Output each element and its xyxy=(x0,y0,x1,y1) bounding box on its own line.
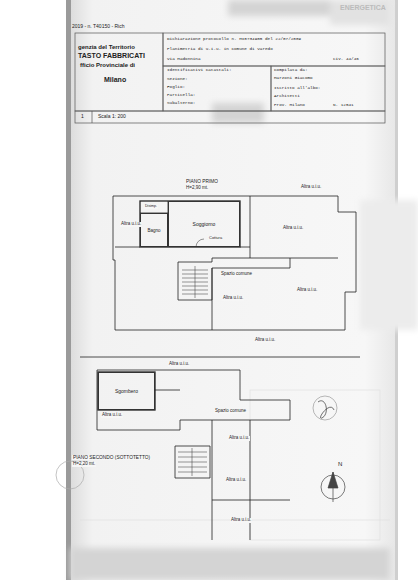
plan-label: Altra u.i.u. xyxy=(300,185,322,190)
room-name: Sgombero xyxy=(115,388,138,394)
plan-label: Altra u.i.u. xyxy=(225,478,247,483)
header-text: Marzoni Giacomo xyxy=(274,76,313,81)
header-text: Scala 1: 200 xyxy=(98,114,126,119)
plan-label: Spazio comune xyxy=(214,409,247,414)
plan-label: PIANO PRIMO xyxy=(185,179,219,184)
header-text: Architetti xyxy=(274,94,300,99)
room-box: Soggiorno xyxy=(168,201,240,247)
header-text: Dichiarazione protocollo n. MI0734905 de… xyxy=(167,37,301,42)
header-text: Subalterno: xyxy=(167,101,195,106)
room-box: Bagno xyxy=(140,213,168,247)
header-text: fficio Provinciale di xyxy=(80,62,135,68)
header-text: Milano xyxy=(104,76,126,83)
header-text: Planimetria di u.i.u. in Comune di Vared… xyxy=(167,47,273,52)
header-text: Foglio: xyxy=(167,85,185,90)
header-text: Iscritto all'albo: xyxy=(274,86,320,91)
plan-label: Disimp. xyxy=(144,205,158,209)
header-text: Identificativi Catastali: xyxy=(167,68,231,73)
header-text: Prov. Milano xyxy=(274,103,305,108)
header-text: N. 12541 xyxy=(333,103,354,108)
header-text: genzia del Territorio xyxy=(78,44,135,50)
plan-label: H=2,20 mt. xyxy=(72,462,96,467)
room-name: Soggiorno xyxy=(193,221,216,227)
room-box: Sgombero xyxy=(98,372,155,410)
plan-label: Altra u.i.u. xyxy=(120,222,142,227)
plan-label: Altra u.i.u. xyxy=(230,518,252,523)
room-name: Bagno xyxy=(147,228,160,233)
header-text: Compilata da: xyxy=(274,68,308,73)
plan-label: Spazio comune xyxy=(220,272,253,277)
plan-label: Cottura xyxy=(208,236,223,240)
header-text: N xyxy=(338,461,342,467)
header-text: 1 xyxy=(81,114,84,119)
plan-label: Altra u.i.u. xyxy=(282,226,304,231)
plan-label: Altra u.i.u. xyxy=(296,288,318,293)
header-text: Via Madonnina xyxy=(167,57,201,62)
plan-label: Altra u.i.u. xyxy=(254,338,276,343)
plan-label: H=2,90 mt. xyxy=(185,186,209,191)
plan-label: Altra u.i.u. xyxy=(228,436,250,441)
header-text: ENERGETICA xyxy=(340,4,386,11)
header-text: Sezione: xyxy=(167,77,188,82)
plan-label: Altra u.i.u. xyxy=(168,362,190,367)
plan-label: PIANO SECONDO (SOTTOTETTO) xyxy=(72,455,151,460)
header-text: TASTO FABBRICATI xyxy=(78,52,145,59)
plan-label: Altra u.i.u. xyxy=(101,413,123,418)
header-text: 2019 - n. T40150 - Rich xyxy=(72,24,124,29)
header-text: Particella: xyxy=(167,93,195,98)
plan-label: Altra u.i.u. xyxy=(222,296,244,301)
header-text: civ. 44/46 xyxy=(333,57,359,62)
